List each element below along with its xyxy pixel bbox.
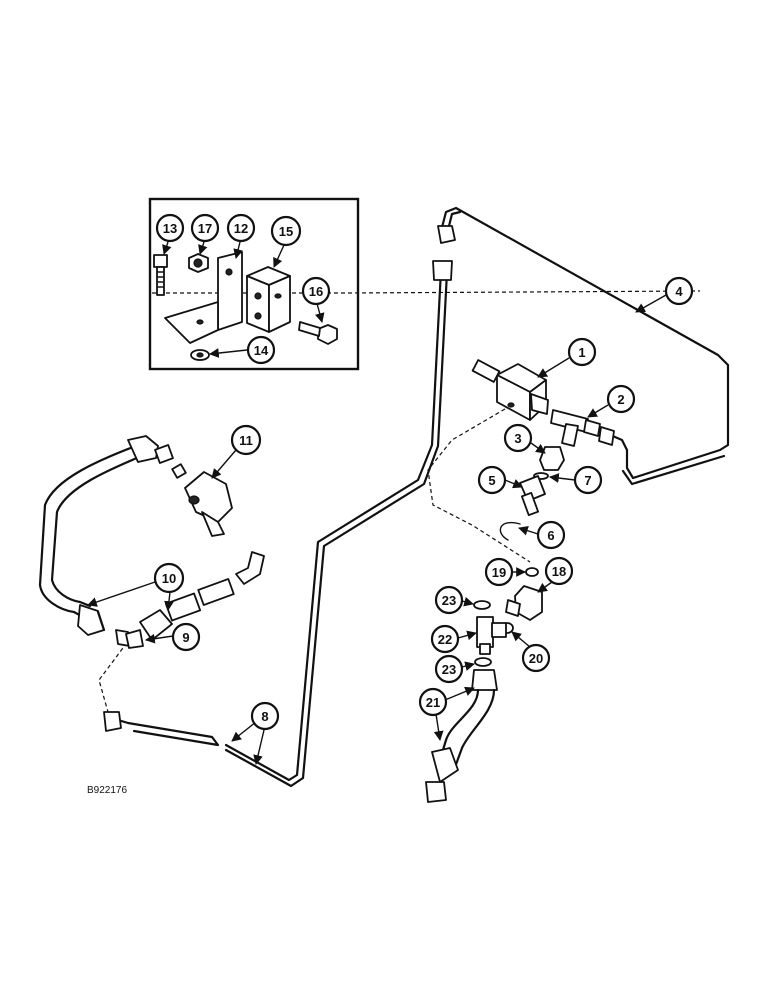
callout-13: 13 [155, 213, 185, 255]
svg-text:21: 21 [426, 695, 440, 710]
tee-22 [476, 616, 507, 655]
callout-15: 15 [270, 215, 302, 268]
o-ring-19 [525, 567, 539, 577]
washer-23-bottom [474, 657, 492, 667]
callout-17: 17 [190, 213, 220, 255]
svg-text:15: 15 [279, 224, 293, 239]
tee-2 [550, 409, 601, 447]
svg-text:1: 1 [578, 345, 585, 360]
callout-16: 16 [301, 276, 331, 323]
inset-box [148, 197, 360, 371]
callout-23-top: 23 [434, 585, 474, 615]
svg-text:16: 16 [309, 284, 323, 299]
fitting-5 [519, 475, 546, 517]
callout-11: 11 [211, 424, 262, 479]
callout-9: 9 [145, 622, 201, 652]
svg-text:7: 7 [584, 473, 591, 488]
tube-4 [438, 206, 730, 480]
svg-text:8: 8 [261, 709, 268, 724]
callout-3: 3 [503, 423, 546, 454]
callout-21: 21 [418, 686, 475, 741]
callout-1: 1 [537, 337, 597, 378]
svg-text:9: 9 [182, 630, 189, 645]
callout-5: 5 [477, 465, 523, 495]
svg-text:2: 2 [617, 392, 624, 407]
bolt-16 [298, 321, 338, 345]
nut-3 [539, 446, 565, 471]
washer-23-top [473, 600, 491, 610]
svg-text:22: 22 [438, 632, 452, 647]
bolt-13 [153, 254, 168, 296]
svg-text:4: 4 [675, 284, 683, 299]
washer-14 [190, 349, 210, 361]
tube-8 [224, 268, 443, 782]
sensor-11 [171, 463, 233, 537]
nut-17 [188, 253, 209, 273]
valve-1 [471, 359, 549, 421]
svg-text:23: 23 [442, 662, 456, 677]
bracket-12 [164, 251, 243, 344]
callout-14: 14 [209, 335, 276, 365]
callout-7: 7 [549, 465, 603, 495]
hose-10 [38, 443, 140, 620]
svg-text:10: 10 [162, 571, 176, 586]
callout-19: 19 [484, 557, 526, 587]
callout-18: 18 [537, 556, 574, 593]
callout-22: 22 [430, 624, 477, 654]
callout-2: 2 [587, 384, 636, 418]
svg-text:19: 19 [492, 565, 506, 580]
elbow-18 [505, 585, 543, 621]
figure-code: B922176 [87, 785, 127, 796]
svg-text:6: 6 [547, 528, 554, 543]
svg-text:23: 23 [442, 593, 456, 608]
svg-text:5: 5 [488, 473, 495, 488]
svg-text:18: 18 [552, 564, 566, 579]
clip-6 [499, 521, 521, 541]
callout-20: 20 [511, 631, 551, 673]
callout-12: 12 [226, 213, 256, 259]
svg-text:13: 13 [163, 221, 177, 236]
callout-8: 8 [231, 701, 280, 765]
callout-4: 4 [635, 276, 694, 313]
svg-text:14: 14 [254, 343, 269, 358]
svg-text:17: 17 [198, 221, 212, 236]
svg-text:12: 12 [234, 221, 248, 236]
callout-6: 6 [518, 520, 566, 550]
hose-21 [425, 669, 498, 803]
block-15 [246, 266, 291, 333]
svg-text:3: 3 [514, 431, 521, 446]
callout-23-bottom: 23 [434, 654, 475, 684]
callout-10: 10 [87, 562, 185, 611]
svg-text:11: 11 [239, 433, 253, 448]
svg-text:20: 20 [529, 651, 543, 666]
